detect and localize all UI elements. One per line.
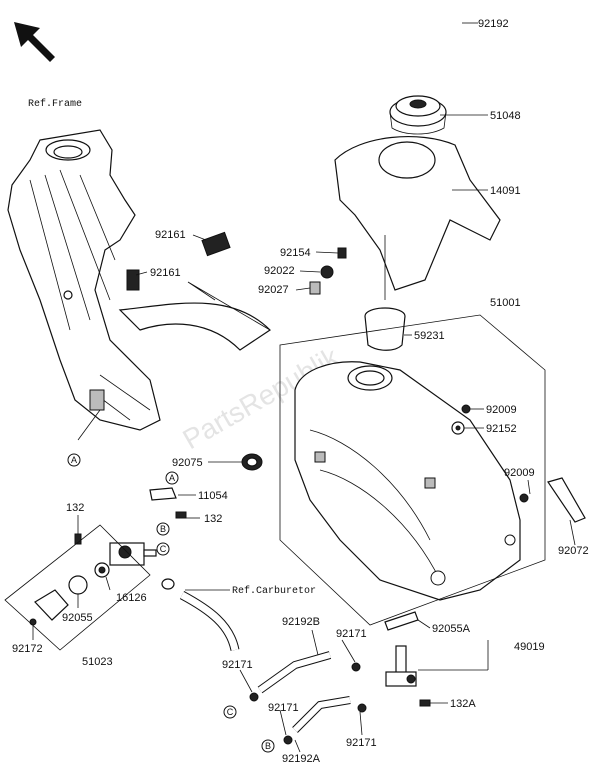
svg-text:A: A [71,455,77,465]
svg-text:C: C [227,707,234,717]
label-11054: 11054 [198,490,228,502]
label-92161-lower: 92161 [150,267,181,279]
label-92192: 92192 [478,18,509,30]
collar-92027 [309,281,321,295]
label-92022: 92022 [264,265,295,277]
svg-text:B: B [160,524,166,534]
label-16126: 16126 [116,592,147,604]
clamp-92171-2 [351,662,361,672]
label-49019: 49019 [514,641,545,653]
callout-c-cock: C [156,542,170,556]
label-92171-d: 92171 [346,737,377,749]
lever-51023 [34,589,69,621]
strap-92072 [547,477,586,523]
front-arrow-icon [14,22,55,62]
label-92027: 92027 [258,284,289,296]
breather-hose [412,16,461,93]
clamp-92171-1 [249,692,259,702]
label-14091: 14091 [490,185,521,197]
clamp-92171-4 [357,703,367,713]
tank-cover [334,136,501,291]
label-92171-c: 92171 [268,702,299,714]
label-92192A: 92192A [282,753,321,765]
washer-92022 [320,265,334,279]
callout-a-bracket: A [165,471,179,485]
label-92154: 92154 [280,247,311,259]
fuel-tank [294,361,521,601]
label-92009-b: 92009 [504,467,535,479]
gasket-92055A [384,611,419,631]
callout-b-hose: B [261,739,275,753]
label-92009-a: 92009 [486,404,517,416]
filler-neck [364,235,406,351]
tank-cap [389,95,447,135]
label-132A: 132A [450,698,476,710]
hose-92192A [292,696,351,733]
label-92171-b: 92171 [222,659,253,671]
label-92055: 92055 [62,612,93,624]
label-92055A: 92055A [432,623,471,635]
label-92171-a: 92171 [336,628,367,640]
callout-c-hose: C [223,705,237,719]
callout-b-cock: B [156,522,170,536]
grommet-92075 [241,453,263,471]
oring-92055 [68,575,88,595]
svg-text:B: B [265,741,271,751]
label-92172: 92172 [12,643,43,655]
rubber-pad-lower [126,269,140,291]
callout-a-frame: A [67,453,81,467]
washer-92152 [451,421,465,435]
fuel-cock [109,542,157,566]
label-ref-carburetor: Ref.Carburetor [232,585,316,597]
fender-drawing [118,281,271,351]
clamp-92171-3 [283,735,293,745]
bolt-92009-b [519,493,529,503]
label-92192B: 92192B [282,616,320,628]
label-51001: 51001 [490,297,521,309]
bolt-132-side [175,511,187,519]
frame-drawing [7,129,161,431]
svg-text:C: C [160,544,167,554]
label-92152: 92152 [486,423,517,435]
bracket-11054 [149,487,177,501]
label-ref-frame: Ref.Frame [28,98,82,110]
bolt-132A [419,699,431,707]
bolt-92009-a [461,404,471,414]
label-92161-upper: 92161 [155,229,186,241]
label-51023: 51023 [82,656,113,668]
hose-92192B [257,651,332,694]
screw-92172 [29,618,37,626]
label-92072: 92072 [558,545,589,557]
label-92075: 92075 [172,457,203,469]
svg-text:A: A [169,473,175,483]
leader-lines [32,22,576,753]
rubber-pad-upper [201,231,231,257]
label-132-top: 132 [66,502,84,514]
label-51048: 51048 [490,110,521,122]
label-132-side: 132 [204,513,222,525]
bolt-92154 [337,247,347,259]
carburetor-hose [161,578,240,652]
label-59231: 59231 [414,330,445,342]
filter-16126 [94,562,110,578]
fuel-cock-49019 [385,645,417,687]
